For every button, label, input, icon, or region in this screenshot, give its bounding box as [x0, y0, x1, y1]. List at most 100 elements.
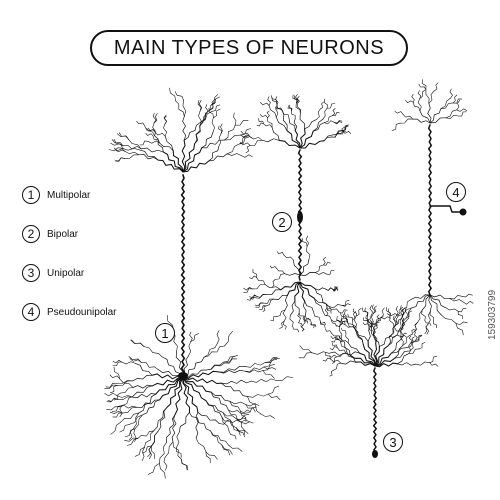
- dendrite: [411, 94, 415, 103]
- dendrite: [346, 319, 355, 329]
- dendrite: [263, 298, 274, 304]
- dendrite: [429, 355, 438, 363]
- dendrite: [400, 305, 404, 317]
- dendrite: [223, 356, 235, 363]
- dendrite: [151, 377, 184, 387]
- dendrite: [332, 288, 338, 292]
- dendrite: [247, 393, 269, 398]
- cell-body: [372, 450, 378, 458]
- cell-body: [459, 208, 467, 216]
- dendrite: [163, 123, 167, 137]
- dendrite: [200, 111, 213, 123]
- dendrite: [313, 297, 330, 307]
- callout-multipolar: 1: [155, 323, 175, 343]
- dendrite: [224, 331, 233, 347]
- dendrite: [124, 154, 140, 159]
- dendrite: [264, 284, 282, 291]
- dendrite: [440, 97, 451, 110]
- stock-id-watermark: 159303799: [487, 289, 498, 340]
- dendrite: [108, 147, 123, 152]
- dendrite: [399, 118, 414, 124]
- dendrite: [139, 140, 149, 146]
- dendrite: [294, 130, 301, 149]
- dendrite: [299, 140, 321, 149]
- dendrite: [421, 79, 427, 90]
- dendrite: [374, 322, 380, 327]
- dendrite: [284, 295, 288, 311]
- legend: 1 Multipolar 2 Bipolar 3 Unipolar 4 Pseu…: [22, 184, 117, 340]
- dendrite: [110, 421, 122, 435]
- dendrite: [206, 362, 225, 371]
- dendrite: [182, 143, 196, 173]
- dendrite: [117, 396, 133, 401]
- dendrite: [417, 98, 422, 112]
- dendrite: [183, 122, 201, 141]
- dendrite: [252, 269, 257, 278]
- dendrite: [402, 317, 406, 328]
- dendrite: [151, 430, 159, 447]
- dendrite: [132, 384, 153, 389]
- callout-bipolar: 2: [272, 212, 292, 232]
- dendrite: [399, 335, 407, 338]
- dendrite: [270, 265, 277, 269]
- dendrite: [240, 134, 251, 138]
- dendrite: [128, 356, 142, 363]
- dendrite: [116, 395, 133, 398]
- dendrite: [271, 127, 280, 141]
- dendrite: [370, 312, 374, 326]
- dendrite: [235, 427, 249, 434]
- dendrite: [324, 307, 329, 316]
- dendrite: [405, 307, 412, 323]
- dendrite: [175, 100, 185, 117]
- dendrite: [205, 104, 209, 114]
- dendrite: [136, 120, 145, 127]
- dendrite: [245, 406, 257, 414]
- dendrite: [205, 451, 218, 460]
- dendrite: [200, 109, 211, 123]
- dendrite: [111, 139, 124, 147]
- dendrite: [299, 130, 314, 149]
- dendrite: [134, 447, 145, 457]
- dendrite: [379, 336, 391, 347]
- dendrite: [325, 287, 333, 291]
- dendrite: [276, 309, 286, 317]
- dendrite: [119, 405, 123, 417]
- dendrite: [301, 324, 305, 332]
- dendrite: [221, 379, 252, 385]
- bipolar-neuron: [239, 94, 352, 333]
- dendrite: [228, 409, 246, 414]
- dendrite: [411, 294, 431, 309]
- dendrite: [172, 150, 184, 173]
- legend-item-pseudounipolar: 4 Pseudounipolar: [22, 301, 117, 323]
- dendrite: [352, 311, 356, 321]
- dendrite: [391, 338, 402, 354]
- dendrite: [374, 345, 380, 367]
- dendrite: [144, 430, 154, 448]
- dendrite: [304, 317, 310, 322]
- dendrite: [198, 111, 202, 126]
- dendrite: [210, 94, 218, 106]
- dendrite: [419, 342, 426, 350]
- dendrite: [270, 316, 277, 321]
- dendrite: [346, 350, 356, 363]
- dendrite: [263, 358, 278, 368]
- dendrite: [198, 100, 203, 112]
- dendrite: [213, 108, 221, 118]
- dendrite: [455, 323, 464, 336]
- dendrite: [336, 347, 347, 354]
- dendrite: [409, 328, 415, 336]
- dendrite: [247, 396, 262, 415]
- dendrite: [297, 102, 302, 115]
- dendrite: [282, 113, 288, 132]
- dendrite: [292, 94, 297, 104]
- dendrite: [153, 113, 158, 124]
- dendrite: [119, 378, 134, 388]
- title-frame: MAIN TYPES OF NEURONS: [90, 30, 408, 66]
- dendrite: [415, 361, 430, 366]
- dendrite: [120, 387, 134, 394]
- dendrite: [189, 412, 211, 432]
- dendrite: [387, 308, 392, 317]
- dendrite: [205, 400, 223, 418]
- dendrite: [367, 340, 376, 367]
- dendrite: [374, 357, 396, 367]
